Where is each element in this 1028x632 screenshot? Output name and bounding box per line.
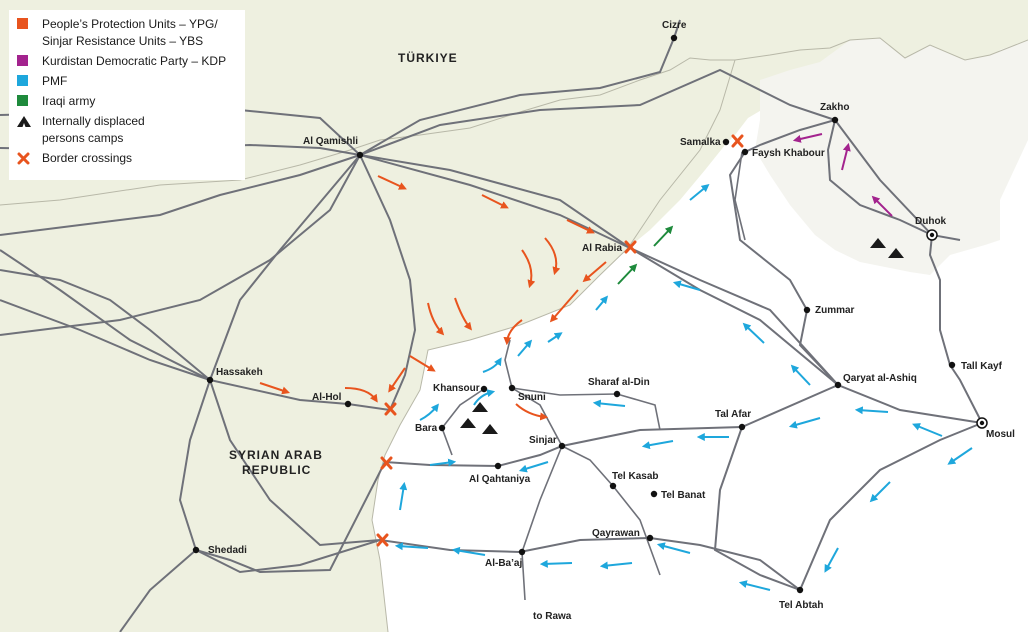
- crossing-samalka: [731, 134, 744, 148]
- tent-icon: [17, 115, 31, 128]
- tent-icon: [460, 418, 476, 428]
- place-al-baaj: Al-Ba’aj: [485, 558, 522, 569]
- tent-icon: [870, 238, 886, 248]
- place-khansour: Khansour: [433, 383, 480, 394]
- place-faysh-khabour: Faysh Khabour: [752, 148, 825, 159]
- place-sinjar: Sinjar: [529, 435, 557, 446]
- place-to-rawa: to Rawa: [533, 611, 572, 622]
- crossing-baaj: [376, 533, 389, 547]
- place-snuni: Snuni: [518, 392, 546, 403]
- crossing-qahtaniya: [380, 456, 393, 470]
- country-label-syria-2: REPUBLIC: [242, 463, 311, 477]
- place-duhok: Duhok: [915, 216, 947, 227]
- place-tall-kayf: Tall Kayf: [961, 361, 1003, 372]
- place-shedadi: Shedadi: [208, 545, 247, 556]
- place-al-qahtaniya: Al Qahtaniya: [469, 474, 531, 485]
- legend-swatch-ypg: [17, 18, 30, 31]
- tent-icon: [482, 424, 498, 434]
- legend-swatch-iraqi-army: [17, 95, 30, 108]
- legend-item-pmf: PMF: [17, 73, 237, 90]
- border-iraq-turkiye: [734, 37, 1028, 61]
- border-syria-iraq: [371, 59, 736, 632]
- country-label-turkiye: TÜRKIYE: [398, 50, 458, 65]
- country-label-syria-1: SYRIAN ARAB: [229, 448, 323, 462]
- border-syria-turkiye: [0, 57, 735, 206]
- place-tel-abtah: Tel Abtah: [779, 600, 823, 611]
- place-cizre: Cizre: [662, 20, 687, 31]
- tent-icon: [888, 248, 904, 258]
- place-zummar: Zummar: [815, 305, 855, 316]
- kdp-movement-arrows: [792, 133, 893, 217]
- place-tal-afar: Tal Afar: [715, 409, 751, 420]
- legend-item-iraqi-army: Iraqi army: [17, 93, 237, 110]
- crossing-al-hol: [384, 402, 397, 416]
- kurdistan-region: [755, 38, 1028, 275]
- legend-swatch-pmf: [17, 75, 30, 88]
- cross-icon: [17, 152, 30, 165]
- ypg-movement-arrows: [259, 175, 607, 421]
- place-al-rabia: Al Rabia: [582, 243, 622, 254]
- place-samalka: Samalka: [680, 137, 721, 148]
- place-al-qamishli: Al Qamishli: [303, 136, 358, 147]
- pmf-movement-arrows: [394, 183, 973, 591]
- idp-camp-markers: [460, 238, 904, 434]
- legend-item-ypg: People’s Protection Units – YPG/Sinjar R…: [17, 16, 237, 50]
- place-sharaf-al-din: Sharaf al-Din: [588, 377, 650, 388]
- place-zakho: Zakho: [820, 102, 849, 113]
- place-al-hol: Al-Hol: [312, 392, 342, 403]
- place-tel-kasab: Tel Kasab: [612, 471, 659, 482]
- place-mosul: Mosul: [986, 429, 1015, 440]
- crossing-al-rabia: [624, 240, 637, 254]
- map-legend: People’s Protection Units – YPG/Sinjar R…: [9, 10, 245, 180]
- place-bara: Bara: [415, 423, 438, 434]
- city-rings: [926, 229, 988, 429]
- place-tel-banat: Tel Banat: [661, 490, 706, 501]
- legend-item-border-crossings: Border crossings: [17, 150, 237, 167]
- tent-icon: [472, 402, 488, 412]
- iraqi-army-movement-arrows: [617, 225, 674, 285]
- place-qayrawan: Qayrawan: [592, 528, 640, 539]
- border-crossing-markers: [376, 134, 744, 547]
- place-hassakeh: Hassakeh: [216, 367, 263, 378]
- place-qaryat-al-ashiq: Qaryat al-Ashiq: [843, 373, 917, 384]
- legend-swatch-kdp: [17, 55, 30, 68]
- legend-item-kdp: Kurdistan Democratic Party – KDP: [17, 53, 237, 70]
- city-dots: [192, 34, 956, 594]
